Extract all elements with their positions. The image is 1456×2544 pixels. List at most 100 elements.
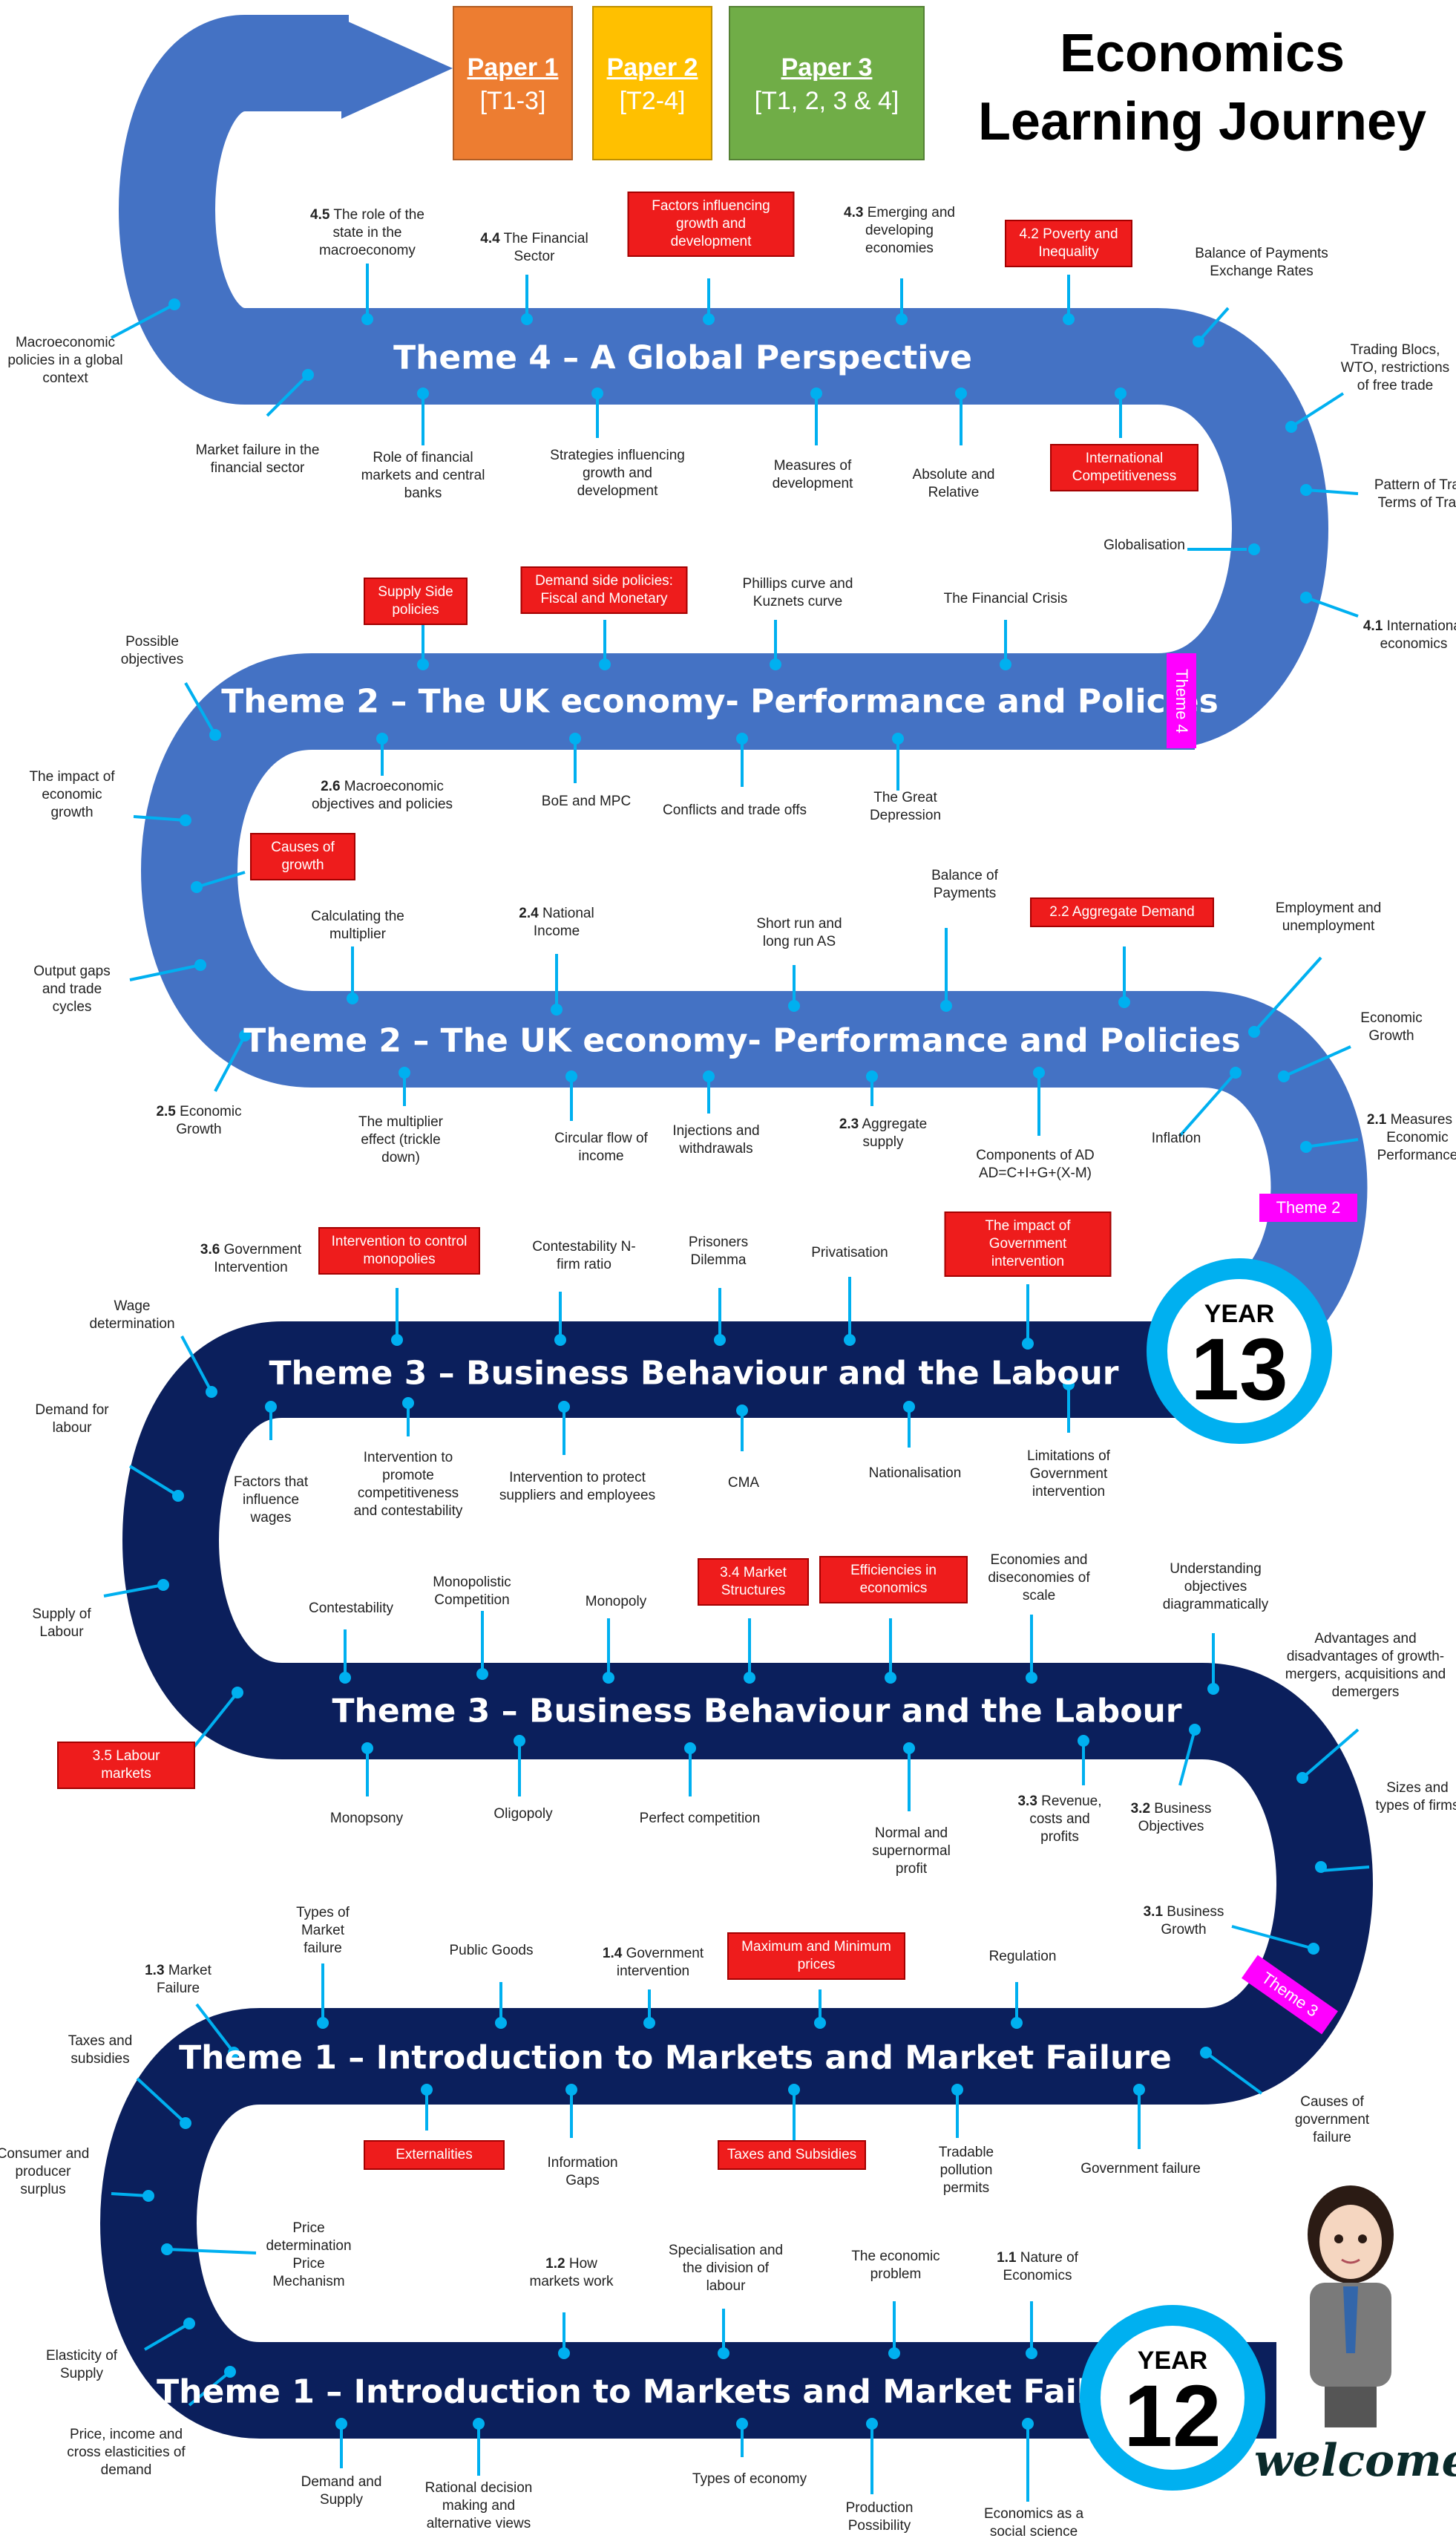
label-price-income-elasticities: Price, income and cross elasticities of …: [67, 2427, 186, 2478]
label-taxes-subsidies: Taxes and subsidies: [68, 2033, 133, 2067]
label-privatisation: Privatisation: [811, 1245, 888, 1260]
label-2-5: 2.5 Economic Growth: [156, 1104, 242, 1137]
theme2-tag: Theme 2: [1259, 1194, 1357, 1222]
label-macro-policies: Macroeconomic policies in a global conte…: [7, 335, 123, 386]
label-nationalisation: Nationalisation: [868, 1465, 962, 1481]
label-contestability: Contestability: [308, 1600, 394, 1616]
label-components-ad: Components of AD AD=C+I+G+(X-M): [976, 1148, 1095, 1181]
year-13-number: 13: [1190, 1321, 1288, 1419]
label-limitations-gov: Limitations of Government intervention: [1027, 1448, 1110, 1500]
label-price-determination: Price determination Price Mechanism: [266, 2220, 352, 2289]
box-supply-side: Supply Side policies: [364, 578, 468, 625]
label-1-2: 1.2 How markets work: [529, 2256, 614, 2289]
label-economies-scale: Economies and diseconomies of scale: [988, 1552, 1090, 1603]
paper-1-scope: [T1-3]: [479, 87, 546, 115]
band-title-theme3-top: Theme 3 – Business Behaviour and the Lab…: [269, 1354, 1119, 1393]
label-factors-wages: Factors that influence wages: [233, 1474, 309, 1526]
paper-1-title: Paper 1: [467, 53, 559, 82]
label-calc-multiplier: Calculating the multiplier: [311, 909, 404, 942]
paper-3-box: Paper 3 [T1, 2, 3 & 4]: [729, 6, 925, 160]
road-theme2: [141, 653, 1368, 1384]
label-contestability-nfirm: Contestability N-firm ratio: [532, 1239, 636, 1272]
label-3-2: 3.2 Business Objectives: [1130, 1801, 1212, 1834]
label-info-gaps: Information Gaps: [547, 2155, 618, 2188]
road-theme1: [100, 2008, 1276, 2439]
label-demand-supply: Demand and Supply: [301, 2474, 382, 2508]
label-3-6: 3.6 Government Intervention: [200, 1242, 302, 1275]
label-economic-growth-right: Economic Growth: [1360, 1010, 1423, 1044]
label-specialisation: Specialisation and the division of labou…: [668, 2243, 784, 2294]
label-elasticity-supply: Elasticity of Supply: [45, 2348, 118, 2381]
band-title-theme3-bottom: Theme 3 – Business Behaviour and the Lab…: [332, 1692, 1182, 1730]
label-economic-problem: The economic problem: [851, 2249, 940, 2282]
label-strategies: Strategies influencing growth and develo…: [550, 448, 685, 499]
student-avatar-icon: [1308, 2185, 1394, 2427]
label-cma: CMA: [727, 1475, 760, 1491]
road-theme3: [122, 1321, 1373, 2105]
label-supply-labour: Supply of Labour: [32, 1606, 91, 1640]
label-4-1: 4.1 International economics: [1362, 618, 1456, 652]
box-impact-gov-intervention: The impact of Government intervention: [944, 1211, 1112, 1277]
paper-3-title: Paper 3: [781, 53, 873, 82]
box-3-5-labour-markets: 3.5 Labour markets: [57, 1742, 195, 1789]
year-12-badge: YEAR 12: [1080, 2305, 1265, 2491]
label-economics-social-science: Economics as a social science: [983, 2506, 1084, 2540]
label-4-4: 4.4 The Financial Sector: [480, 231, 588, 264]
label-pattern-trade: Pattern of Trade Terms of Trade: [1374, 477, 1456, 511]
label-understanding-objectives: Understanding objectives diagrammaticall…: [1162, 1561, 1269, 1612]
label-2-3: 2.3 Aggregate supply: [839, 1116, 928, 1150]
label-boe-mpc: BoE and MPC: [541, 794, 632, 809]
label-phillips: Phillips curve and Kuznets curve: [742, 576, 853, 609]
label-monopsony: Monopsony: [329, 1811, 404, 1826]
label-demand-labour: Demand for labour: [35, 1402, 109, 1436]
label-oligopoly: Oligopoly: [493, 1806, 553, 1822]
label-bop-exchange: Balance of Payments Exchange Rates: [1195, 246, 1328, 279]
year-13-label: YEAR: [1204, 1300, 1275, 1328]
label-normal-profit: Normal and supernormal profit: [872, 1825, 951, 1877]
box-3-4-market-structures: 3.4 Market Structures: [698, 1558, 809, 1606]
label-4-5: 4.5 The role of the state in the macroec…: [310, 207, 424, 258]
band-title-theme1-bottom: Theme 1 – Introduction to Markets and Ma…: [157, 2373, 1150, 2411]
label-possible-objectives: Possible objectives: [120, 634, 184, 667]
band-title-theme1-top: Theme 1 – Introduction to Markets and Ma…: [179, 2038, 1172, 2077]
label-great-depression: The Great Depression: [869, 790, 942, 823]
page-title-line1: Economics: [1059, 24, 1345, 83]
box-causes-growth: Causes of growth: [250, 833, 355, 880]
theme4-tag: Theme 4: [1167, 653, 1196, 748]
box-efficiencies: Efficiencies in economics: [819, 1556, 968, 1603]
label-trading-blocs: Trading Blocs, WTO, restrictions of free…: [1340, 342, 1450, 393]
label-wage-determination: Wage determination: [89, 1298, 175, 1332]
label-consumer-surplus: Consumer and producer surplus: [0, 2146, 90, 2197]
box-factors-growth: Factors influencing growth and developme…: [627, 192, 795, 257]
label-intervention-promote: Intervention to promote competitiveness …: [353, 1450, 463, 1519]
label-absolute-relative: Absolute and Relative: [912, 467, 995, 500]
band-title-theme2-bottom: Theme 2 – The UK economy- Performance an…: [243, 1021, 1241, 1060]
paper-1-box: Paper 1 [T1-3]: [453, 6, 573, 160]
label-conflicts: Conflicts and trade offs: [663, 802, 807, 818]
label-output-gaps: Output gaps and trade cycles: [33, 964, 111, 1015]
label-prisoners: Prisoners Dilemma: [688, 1235, 749, 1268]
page-title-line2: Learning Journey: [977, 92, 1427, 151]
label-monopolistic: Monopolistic Competition: [433, 1575, 511, 1608]
label-tradable-permits: Tradable pollution permits: [938, 2145, 994, 2196]
year-12-label: YEAR: [1137, 2347, 1208, 2375]
paper-2-box: Paper 2 [T2-4]: [592, 6, 712, 160]
road-entry-curve: [119, 15, 349, 405]
label-2-4: 2.4 National Income: [519, 906, 594, 939]
label-measures-dev: Measures of development: [772, 458, 853, 491]
label-types-economy: Types of economy: [692, 2471, 807, 2487]
label-2-6: 2.6 Macroeconomic objectives and policie…: [311, 779, 453, 812]
label-financial-crisis: The Financial Crisis: [943, 591, 1068, 606]
band-title-theme4: Theme 4 – A Global Perspective: [393, 339, 972, 377]
connector-ticks: [103, 264, 1370, 2502]
label-4-3: 4.3 Emerging and developing economies: [844, 205, 955, 256]
box-taxes-subsidies: Taxes and Subsidies: [718, 2140, 866, 2170]
label-monopoly: Monopoly: [585, 1594, 647, 1609]
label-employment: Employment and unemployment: [1275, 900, 1382, 934]
paper-2-title: Paper 2: [606, 53, 698, 82]
label-3-1: 3.1 Business Growth: [1143, 1904, 1224, 1938]
box-intl-competitiveness: International Competitiveness: [1050, 444, 1198, 491]
arrow-head-icon: [341, 19, 453, 119]
label-multiplier-effect: The multiplier effect (trickle down): [358, 1114, 444, 1165]
box-4-2-poverty: 4.2 Poverty and Inequality: [1005, 220, 1132, 267]
